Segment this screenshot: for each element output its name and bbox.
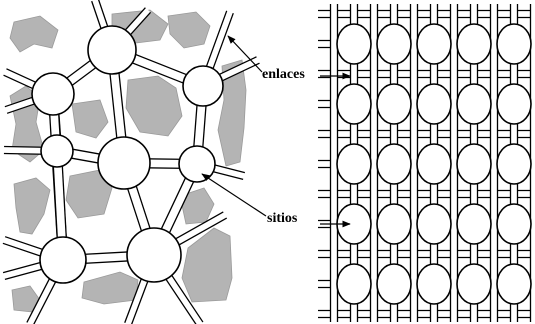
- lattice-site: [457, 204, 491, 244]
- grain: [126, 76, 182, 136]
- grain: [168, 12, 210, 48]
- lattice-site: [417, 84, 451, 124]
- grain: [14, 178, 50, 234]
- lattice-site: [417, 264, 451, 304]
- pore-site: [98, 137, 150, 189]
- lattice-site: [417, 24, 451, 64]
- lattice-site: [337, 84, 371, 124]
- pore-site: [32, 73, 74, 115]
- pore-site: [183, 66, 223, 106]
- lattice-site: [497, 24, 531, 64]
- lattice-site: [377, 24, 411, 64]
- grain: [72, 100, 108, 138]
- lattice-site: [337, 144, 371, 184]
- lattice-site: [417, 204, 451, 244]
- lattice-site: [377, 84, 411, 124]
- lattice-site: [377, 204, 411, 244]
- lattice-site: [497, 144, 531, 184]
- lattice-site: [457, 264, 491, 304]
- lattice-site: [497, 84, 531, 124]
- lattice-site: [337, 24, 371, 64]
- regular-lattice: [318, 4, 535, 322]
- pore-site: [179, 146, 215, 182]
- lattice-site: [337, 264, 371, 304]
- grain: [82, 272, 138, 304]
- label-sitios: sitios: [267, 212, 297, 226]
- pore-site: [40, 237, 86, 283]
- lattice-site: [377, 264, 411, 304]
- lattice-site: [497, 264, 531, 304]
- pore-site: [88, 26, 136, 74]
- lattice-site: [377, 144, 411, 184]
- pore-site: [127, 228, 181, 282]
- lattice-site: [417, 144, 451, 184]
- lattice-site: [457, 144, 491, 184]
- lattice-site: [497, 204, 531, 244]
- label-enlaces: enlaces: [262, 68, 305, 82]
- lattice-site: [457, 24, 491, 64]
- grain: [10, 16, 58, 52]
- pore-site: [41, 135, 73, 167]
- lattice-site: [457, 84, 491, 124]
